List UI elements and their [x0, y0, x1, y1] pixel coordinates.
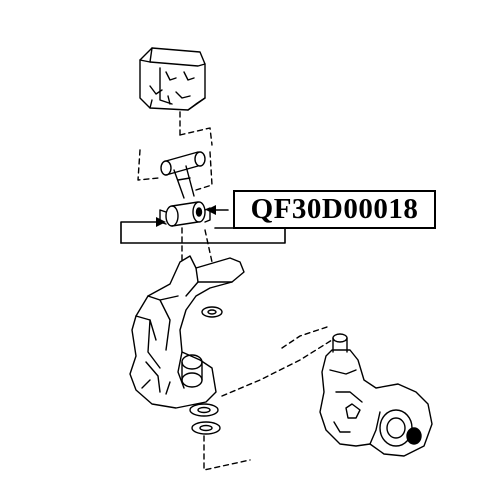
- upper-mount-bracket: [139, 47, 206, 111]
- steering-knuckle: [319, 333, 433, 457]
- guide-line-middle: [181, 227, 213, 263]
- washer-lower: [191, 421, 221, 435]
- pointer-arrowheads: [156, 205, 216, 227]
- guide-line-lower: [203, 325, 333, 471]
- washer-upper: [189, 403, 219, 417]
- part-number-label: QF30D00018: [233, 190, 436, 229]
- part-number-text: QF30D00018: [250, 193, 419, 225]
- upper-arm: [160, 151, 206, 199]
- bushing: [159, 201, 211, 227]
- guide-line-upper: [137, 111, 213, 191]
- knuckle-arm: [129, 255, 245, 409]
